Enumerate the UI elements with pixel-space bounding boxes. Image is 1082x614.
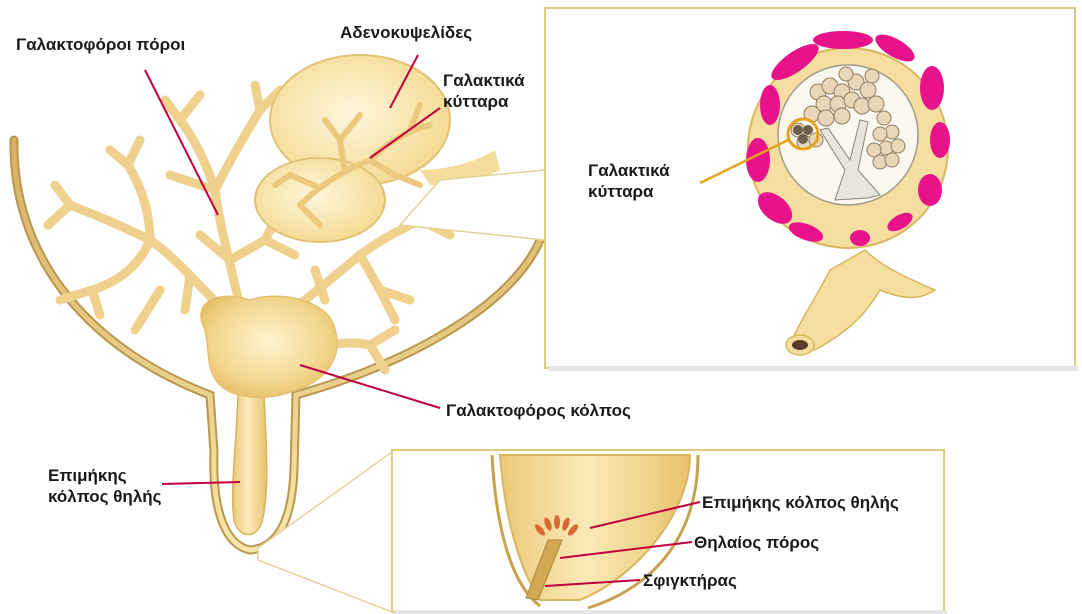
- label-milk-ducts: Γαλακτοφόροι πόροι: [16, 34, 185, 55]
- label-alveoli: Αδενοκυψελίδες: [340, 22, 472, 43]
- label-sphincter: Σφιγκτήρας: [643, 570, 737, 591]
- label-alveolar-cells-main: Γαλακτικά κύτταρα: [443, 70, 525, 112]
- gland-cistern: [201, 296, 337, 397]
- label-streak-canal: Θηλαίος πόρος: [694, 532, 819, 553]
- teat-sinus: [233, 395, 267, 535]
- label-teat-sinus-main: Επιμήκης κόλπος θηλής: [48, 465, 162, 507]
- label-alveolar-cells-inset: Γαλακτικά κύτταρα: [588, 160, 670, 202]
- label-teat-sinus-inset: Επιμήκης κόλπος θηλής: [702, 492, 899, 513]
- label-alveolar-cells-inset-line2: κύτταρα: [588, 181, 670, 202]
- inset-connector: [400, 170, 545, 240]
- label-alveolar-cells-inset-line1: Γαλακτικά: [588, 160, 670, 181]
- label-alveolar-cells-main-line1: Γαλακτικά: [443, 70, 525, 91]
- label-teat-sinus-main-line2: κόλπος θηλής: [48, 486, 162, 507]
- teat-tip-inset: [258, 450, 947, 614]
- label-teat-sinus-main-line1: Επιμήκης: [48, 465, 162, 486]
- label-alveolar-cells-main-line2: κύτταρα: [443, 91, 525, 112]
- label-gland-cistern: Γαλακτοφόρος κόλπος: [446, 400, 631, 421]
